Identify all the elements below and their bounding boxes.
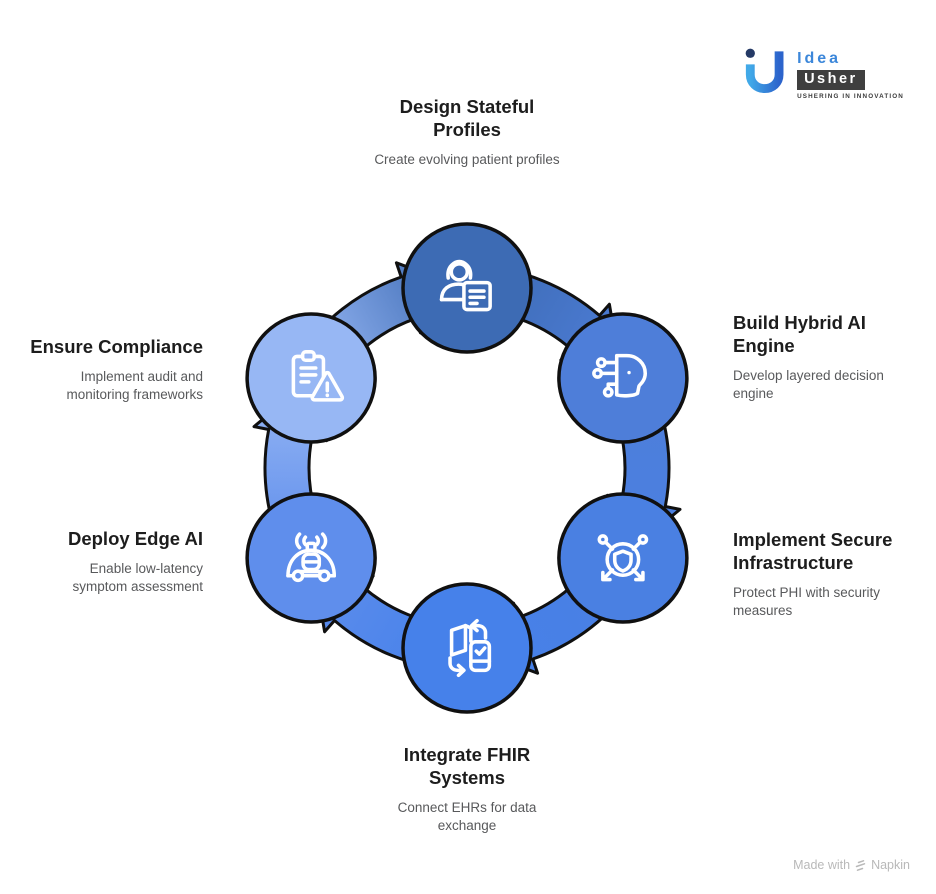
logo-usher-box: Usher (797, 70, 865, 90)
node-circle-3 (557, 492, 689, 624)
node-title: Build Hybrid AI Engine (733, 312, 866, 356)
node-circle-6 (245, 312, 377, 444)
node-subtitle: Protect PHI with security measures (733, 585, 881, 618)
node-title: Ensure Compliance (30, 336, 203, 357)
node-label-build-hybrid-ai-engine: Build Hybrid AI Engine Develop layered d… (733, 311, 918, 403)
node-label-deploy-edge-ai: Deploy Edge AI Enable low-latency sympto… (0, 527, 203, 596)
node-circle-2 (557, 312, 689, 444)
idea-usher-monogram-icon (745, 48, 784, 93)
node-subtitle: Enable low-latency symptom assessment (72, 561, 203, 594)
node-title: Design Stateful Profiles (399, 96, 535, 140)
node-title: Deploy Edge AI (67, 528, 203, 549)
node-label-implement-secure-infrastructure: Implement Secure Infrastructure Protect … (733, 528, 928, 620)
logo-usher-text: Usher (804, 71, 858, 87)
logo-idea-text: Idea (797, 50, 842, 67)
node-label-integrate-fhir-systems: Integrate FHIR Systems Connect EHRs for … (337, 743, 597, 835)
idea-usher-wordmark: Idea Usher USHERING IN INNOVATION (797, 42, 904, 100)
node-label-ensure-compliance: Ensure Compliance Implement audit and mo… (0, 335, 203, 404)
napkin-logo-icon (855, 859, 866, 871)
node-subtitle: Create evolving patient profiles (374, 152, 560, 167)
made-with-napkin-credit: Made with Napkin (793, 858, 910, 872)
node-title: Implement Secure Infrastructure (733, 529, 893, 573)
logo-tagline: USHERING IN INNOVATION (797, 93, 904, 100)
credit-prefix: Made with (793, 858, 851, 872)
node-subtitle: Develop layered decision engine (733, 368, 884, 401)
credit-brand: Napkin (871, 858, 910, 872)
idea-usher-logo: Idea Usher USHERING IN INNOVATION (741, 42, 904, 100)
node-label-design-stateful-profiles: Design Stateful Profiles Create evolving… (337, 95, 597, 169)
node-subtitle: Connect EHRs for data exchange (397, 800, 537, 833)
node-title: Integrate FHIR Systems (403, 744, 531, 788)
node-subtitle: Implement audit and monitoring framework… (66, 369, 203, 402)
